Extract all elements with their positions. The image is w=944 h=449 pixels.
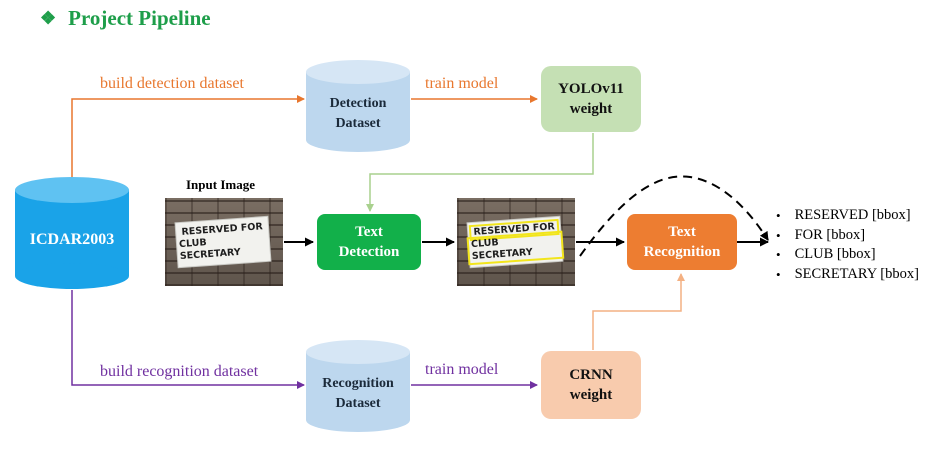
label-build-recognition: build recognition dataset <box>100 363 259 380</box>
output-item: •CLUB [bbox] <box>776 245 919 265</box>
sign-line-2: CLUB SECRETARY <box>178 237 242 263</box>
output-text: CLUB [bbox] <box>794 246 876 262</box>
edge-crnn-to-recognition <box>592 273 685 350</box>
node-detection-dataset: Detection Dataset <box>329 96 387 131</box>
output-item: •SECRETARY [bbox] <box>776 265 919 285</box>
output-item: •RESERVED [bbox] <box>776 206 919 226</box>
edge-yolo-to-detection <box>366 133 594 212</box>
dashed-skip-arc <box>579 175 769 257</box>
sign-plate: RESERVED FOR CLUB SECRETARY <box>175 216 271 268</box>
output-text: FOR [bbox] <box>794 226 866 243</box>
label-build-detection: build detection dataset <box>100 75 244 92</box>
output-text: SECRETARY [bbox] <box>794 265 919 282</box>
sign-line-2-detected: CLUB SECRETARY <box>466 230 565 266</box>
sign-plate-detected: RESERVED FOR CLUB SECRETARY <box>466 216 565 268</box>
node-recognition-dataset: Recognition Dataset <box>322 376 394 411</box>
node-yolo-weight: YOLOv11 weight <box>541 66 641 132</box>
detected-image: RESERVED FOR CLUB SECRETARY <box>457 198 575 286</box>
node-crnn-weight: CRNN weight <box>541 351 641 419</box>
input-image: RESERVED FOR CLUB SECRETARY <box>165 198 283 286</box>
edge-build-detection <box>71 95 305 178</box>
recognition-dataset-cylinder <box>306 340 410 432</box>
input-image-label: Input Image <box>186 177 255 192</box>
detection-dataset-cylinder <box>306 60 410 152</box>
node-text-detection: Text Detection <box>317 214 421 270</box>
output-item: •FOR [bbox] <box>776 226 919 246</box>
diamond-bullet-icon: ❖ <box>40 8 57 28</box>
icdar-cylinder <box>15 177 129 289</box>
label-train-recognition: train model <box>425 361 499 378</box>
output-text: RESERVED [bbox] <box>794 207 911 223</box>
edge-build-recognition <box>71 290 305 389</box>
output-list: •RESERVED [bbox] •FOR [bbox] •CLUB [bbox… <box>776 206 919 284</box>
node-icdar2003: ICDAR2003 <box>29 231 115 248</box>
label-train-detection: train model <box>425 75 499 92</box>
page-title: ❖ Project Pipeline <box>40 6 211 31</box>
node-text-recognition: Text Recognition <box>627 214 737 270</box>
page-title-text: Project Pipeline <box>68 6 211 30</box>
